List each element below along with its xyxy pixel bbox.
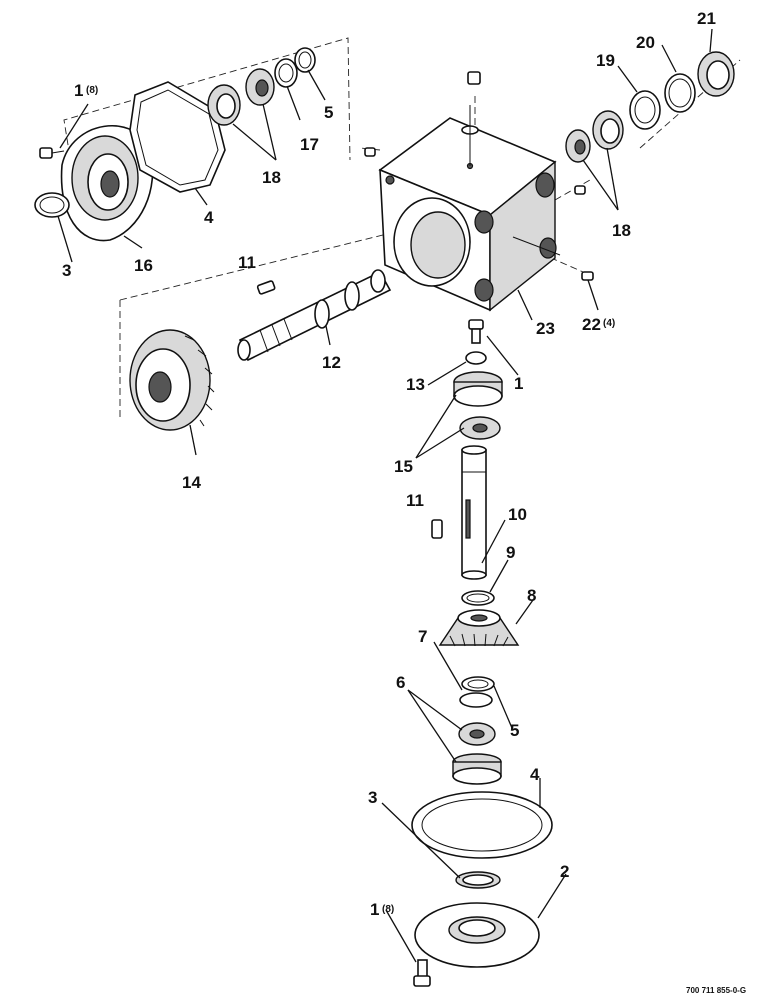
callout-13: 13: [406, 375, 425, 394]
gearbox-housing: [378, 105, 561, 312]
callout-5-top: 5: [324, 103, 333, 122]
callout-3-top: 3: [62, 261, 71, 280]
callout-16: 16: [134, 256, 153, 275]
callout-labels: 1 (8) 5 17 18 4 16 3 11 12 14 21 20 19 1…: [62, 9, 746, 995]
callout-4-lower: 4: [530, 765, 540, 784]
key-11-upper: [256, 280, 276, 295]
leader-lines: [57, 28, 713, 963]
bearing-cone-top-left: [245, 68, 275, 106]
callout-21: 21: [697, 9, 716, 28]
vertical-shaft-10: [461, 445, 487, 580]
bearing-cone-top-right: [565, 129, 591, 163]
bearing-cup-6: [452, 753, 502, 785]
shim-17: [274, 58, 298, 88]
shim-19: [629, 90, 661, 130]
callout-7: 7: [418, 627, 427, 646]
callout-6: 6: [396, 673, 405, 692]
seal-top-left: [34, 192, 70, 218]
seal-21: [697, 51, 735, 97]
bearing-cup-15: [453, 371, 503, 407]
key-11-lower: [431, 519, 443, 539]
callout-19: 19: [596, 51, 615, 70]
callout-18-top-right: 18: [612, 221, 631, 240]
bearing-cone-6: [458, 722, 496, 746]
callout-4-top: 4: [204, 208, 214, 227]
callout-1-top-left: 1: [74, 81, 83, 100]
bevel-gear-14: [129, 329, 215, 431]
snap-ring-20: [664, 73, 696, 113]
snap-ring-9: [461, 590, 495, 606]
callout-11-upper: 11: [238, 253, 256, 272]
callout-22-qty: (4): [603, 318, 615, 329]
seal-bottom: [455, 871, 501, 889]
bevel-gear-8: [438, 609, 520, 647]
callout-1-bottom: 1: [370, 900, 379, 919]
bottom-cap-2: [414, 902, 540, 968]
callout-5-lower: 5: [510, 721, 519, 740]
shim-13: [465, 351, 487, 365]
callout-2: 2: [560, 862, 569, 881]
vent-plug: [467, 71, 481, 85]
callout-23: 23: [536, 319, 555, 338]
bearing-cup-top-left: [207, 84, 241, 126]
gasket-top-left: [129, 81, 226, 193]
callout-12: 12: [322, 353, 341, 372]
callout-3-lower: 3: [368, 788, 377, 807]
drawing-code: 700 711 855-0-G: [686, 986, 746, 995]
callout-1-bottom-qty: (8): [382, 904, 394, 915]
callout-15: 15: [394, 457, 413, 476]
callout-14: 14: [182, 473, 201, 492]
callout-1-top-left-qty: (8): [86, 85, 98, 96]
callout-22: 22: [582, 315, 601, 334]
callout-11-lower: 11: [406, 491, 424, 510]
callout-1-housing: 1: [514, 374, 523, 393]
snap-ring-5-top: [294, 47, 316, 73]
horizontal-input-shaft: [237, 269, 392, 362]
bolt-bottom: [413, 959, 431, 987]
bearing-cup-top-right: [592, 110, 624, 150]
callout-9: 9: [506, 543, 515, 562]
housing-plugs: [364, 147, 594, 281]
gasket-bottom: [411, 791, 553, 859]
input-end-cap: [60, 125, 154, 242]
callout-17: 17: [300, 135, 319, 154]
callout-18-top-left: 18: [262, 168, 281, 187]
callout-10: 10: [508, 505, 527, 524]
callout-20: 20: [636, 33, 655, 52]
bolt-top-left: [39, 147, 65, 159]
callout-8: 8: [527, 586, 536, 605]
bearing-cone-15: [459, 416, 501, 440]
shim-7: [459, 692, 493, 708]
snap-ring-5-lower: [461, 676, 495, 692]
bolt-under-housing: [468, 319, 484, 344]
